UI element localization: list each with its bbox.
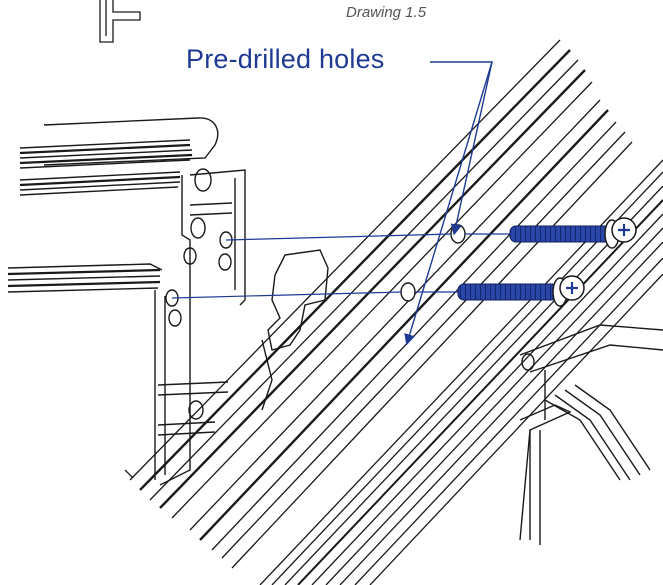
pre-drilled-holes	[400, 224, 466, 302]
screw-lower	[457, 275, 585, 307]
upper-profile	[19, 117, 219, 196]
hole-upper	[450, 224, 466, 244]
frame-body	[154, 168, 246, 486]
callout-leaders	[404, 61, 493, 346]
right-bracket	[519, 324, 663, 545]
screw-upper	[509, 217, 637, 249]
hole-lower	[400, 282, 416, 302]
diagonal-profile	[124, 39, 663, 585]
drawing-caption: Drawing 1.5	[346, 4, 427, 21]
callout-label: Pre-drilled holes	[186, 44, 385, 74]
top-bracket-fragment	[99, 0, 141, 43]
middle-profile	[7, 263, 163, 293]
